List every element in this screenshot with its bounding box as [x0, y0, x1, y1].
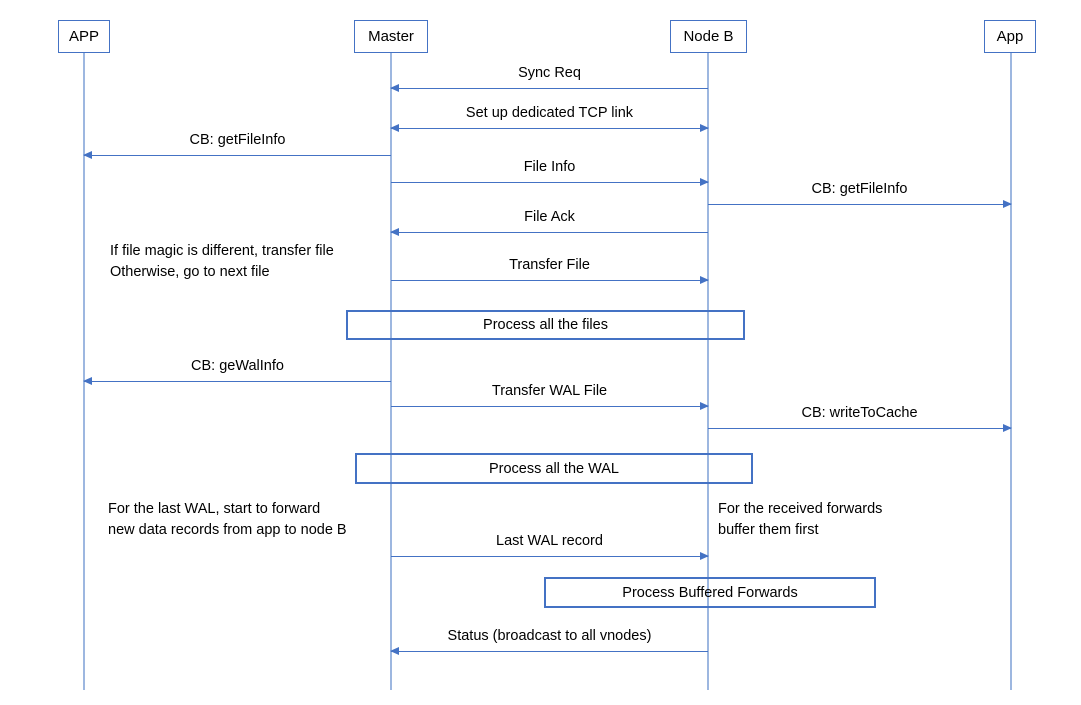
- message-label: Last WAL record: [496, 533, 603, 550]
- participant-app_left[interactable]: APP: [58, 20, 110, 53]
- lifeline-app_right: [1010, 53, 1012, 690]
- lifeline-master: [390, 53, 392, 690]
- message-line: [391, 651, 708, 652]
- message-label: CB: getFileInfo: [189, 132, 286, 149]
- arrowhead-right-icon: [700, 275, 709, 284]
- arrowhead-right-icon: [700, 123, 709, 132]
- message-label: Sync Req: [518, 65, 581, 82]
- arrowhead-left-icon: [390, 646, 399, 655]
- lifeline-node_b: [707, 53, 709, 690]
- participant-app_right[interactable]: App: [984, 20, 1036, 53]
- message-line: [84, 381, 391, 382]
- message-line: [708, 428, 1011, 429]
- note-n2: For the last WAL, start to forward new d…: [108, 501, 347, 539]
- message-line: [84, 155, 391, 156]
- message-label: CB: writeToCache: [801, 405, 918, 422]
- message-label: Status (broadcast to all vnodes): [447, 628, 652, 645]
- arrowhead-left-icon: [390, 83, 399, 92]
- arrowhead-right-icon: [700, 551, 709, 560]
- message-label: Set up dedicated TCP link: [465, 105, 634, 122]
- arrowhead-right-icon: [700, 177, 709, 186]
- process-box-p2[interactable]: Process all the WAL: [355, 453, 753, 484]
- note-n3: For the received forwards buffer them fi…: [718, 501, 883, 539]
- message-label: File Info: [523, 159, 576, 176]
- arrowhead-left-icon: [390, 123, 399, 132]
- message-line: [391, 280, 708, 281]
- message-line: [391, 232, 708, 233]
- process-box-p3[interactable]: Process Buffered Forwards: [544, 577, 876, 608]
- message-label: CB: getFileInfo: [811, 181, 908, 198]
- message-label: CB: geWalInfo: [191, 358, 284, 375]
- message-line: [391, 128, 708, 129]
- message-line: [708, 204, 1011, 205]
- lifeline-app_left: [83, 53, 85, 690]
- message-line: [391, 88, 708, 89]
- arrowhead-right-icon: [700, 401, 709, 410]
- arrowhead-right-icon: [1003, 199, 1012, 208]
- note-n1: If file magic is different, transfer fil…: [110, 243, 334, 281]
- message-label: Transfer WAL File: [491, 383, 608, 400]
- message-line: [391, 182, 708, 183]
- participant-node_b[interactable]: Node B: [670, 20, 747, 53]
- message-label: File Ack: [524, 209, 575, 226]
- message-line: [391, 406, 708, 407]
- participant-master[interactable]: Master: [354, 20, 428, 53]
- message-label: Transfer File: [509, 257, 590, 274]
- arrowhead-left-icon: [390, 227, 399, 236]
- arrowhead-left-icon: [83, 376, 92, 385]
- process-box-p1[interactable]: Process all the files: [346, 310, 745, 340]
- arrowhead-right-icon: [1003, 423, 1012, 432]
- message-line: [391, 556, 708, 557]
- arrowhead-left-icon: [83, 150, 92, 159]
